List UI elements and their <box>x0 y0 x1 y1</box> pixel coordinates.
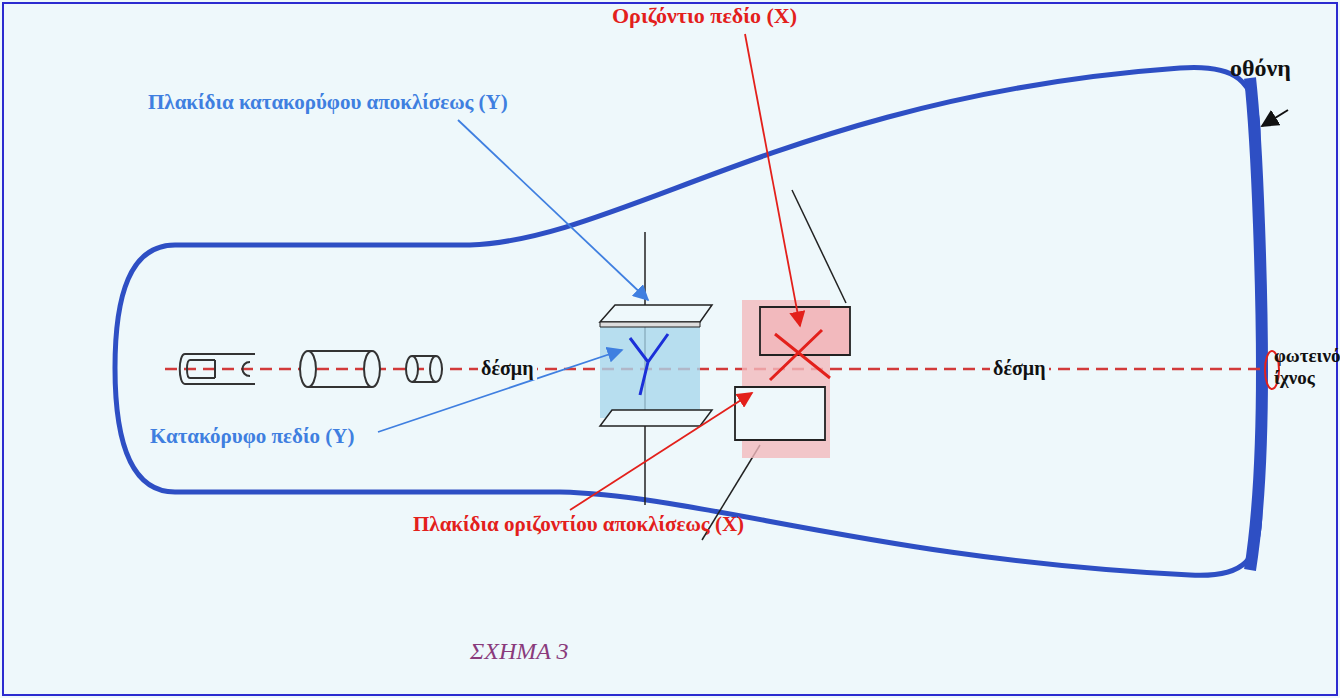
electron-gun <box>180 351 442 387</box>
beam <box>165 368 1262 371</box>
plate-label: Πλακίδια οριζοντίου αποκλίσεως (X) <box>413 512 744 536</box>
tube-outline <box>115 67 1260 575</box>
vertical-plates <box>600 232 712 505</box>
field-label: Οριζόντιο πεδίο (X) <box>612 3 797 28</box>
screen <box>1250 78 1262 570</box>
leader-arrow <box>570 393 752 510</box>
screen-label: οθόνη <box>1230 55 1291 83</box>
beam-label: δέσμη <box>478 357 537 380</box>
field-label: Κατακόρυφο πεδίο (Y) <box>150 424 354 448</box>
leader-arrow <box>458 120 648 300</box>
trace-label: φωτεινό ίχνος <box>1274 345 1334 389</box>
figure-caption: ΣΧΗΜΑ 3 <box>470 638 568 665</box>
leader-arrow <box>745 34 800 326</box>
leader-arrow <box>1262 110 1288 126</box>
leader-arrow <box>378 350 622 432</box>
plate-label: Πλακίδια κατακορύφου αποκλίσεως (Y) <box>148 90 508 114</box>
beam-label: δέσμη <box>990 357 1049 380</box>
horizontal-plates <box>702 190 850 540</box>
